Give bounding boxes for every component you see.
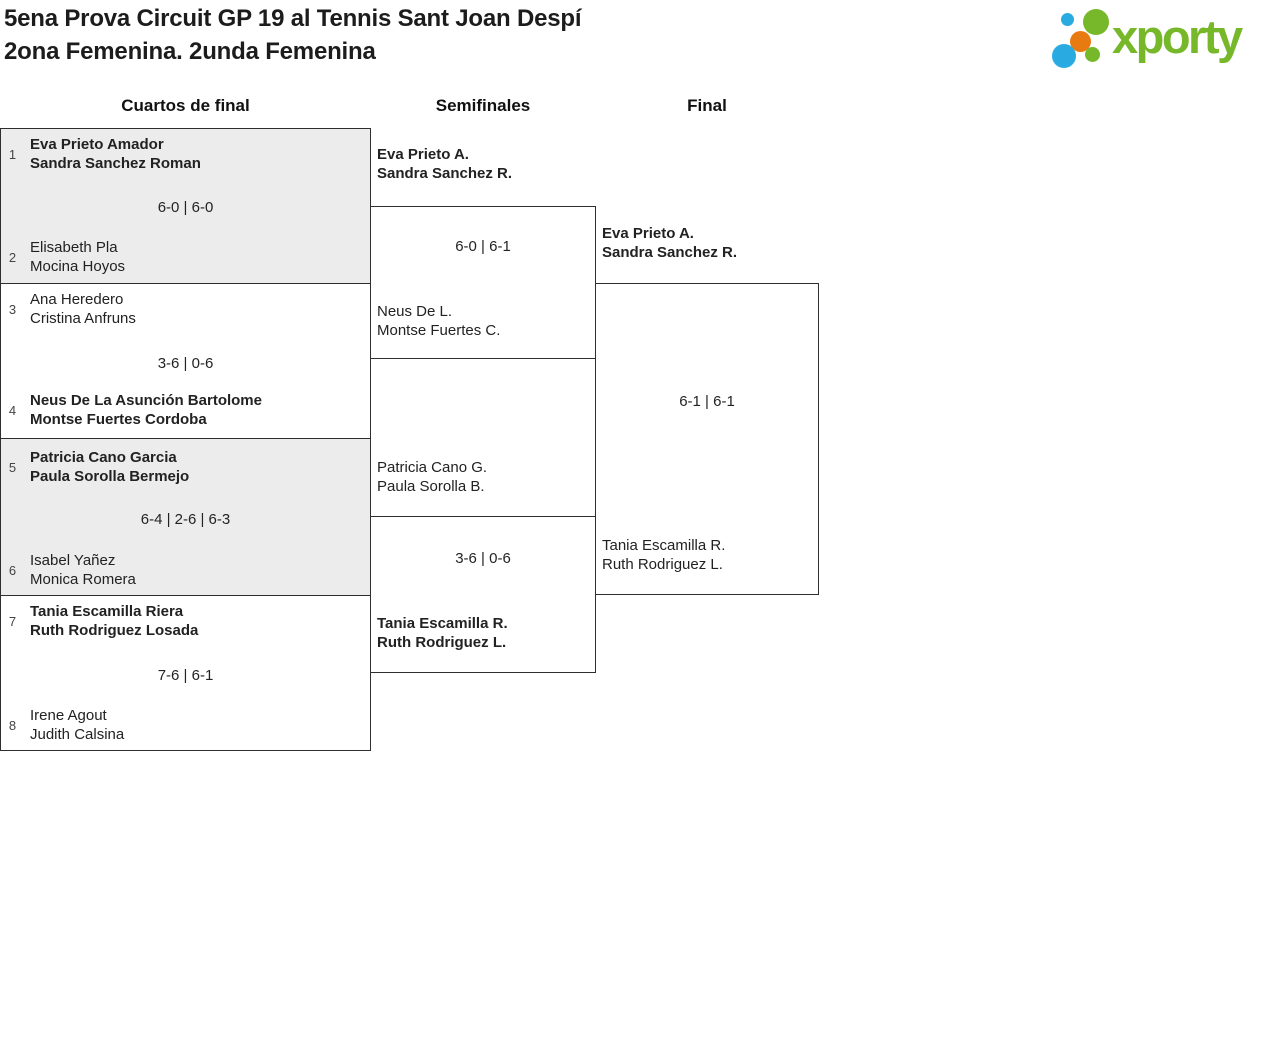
tournament-name: 5ena Prova Circuit GP 19 al Tennis Sant … bbox=[4, 5, 582, 32]
xporty-logo[interactable]: xporty bbox=[1048, 4, 1274, 72]
player-name: Eva Prieto A. bbox=[602, 225, 694, 242]
logo-dot-icon bbox=[1070, 31, 1091, 52]
seed-number: 7 bbox=[8, 613, 17, 629]
player-name: Ruth Rodriguez Losada bbox=[30, 622, 199, 639]
player-name: Neus De L. bbox=[377, 303, 453, 320]
round-header-semifinals: Semifinales bbox=[435, 96, 531, 115]
team-entry: Tania Escamilla R. Ruth Rodriguez L. bbox=[602, 536, 725, 574]
player-name: Elisabeth Pla bbox=[30, 239, 118, 256]
player-name: Mocina Hoyos bbox=[30, 258, 126, 275]
team-entry: 5 Patricia Cano Garcia Paula Sorolla Ber… bbox=[6, 448, 189, 486]
team-entry: 2 Elisabeth Pla Mocina Hoyos bbox=[6, 238, 125, 276]
seed-number: 4 bbox=[8, 402, 17, 418]
player-name: Eva Prieto Amador bbox=[30, 136, 164, 153]
match-score: 6-1 | 6-1 bbox=[679, 393, 735, 410]
seed-number: 8 bbox=[8, 717, 17, 733]
player-name: Sandra Sanchez R. bbox=[602, 244, 738, 261]
player-name: Paula Sorolla B. bbox=[377, 478, 485, 495]
player-name: Neus De La Asunción Bartolome bbox=[30, 392, 262, 409]
round-header-quarterfinals: Cuartos de final bbox=[121, 96, 250, 115]
player-name: Sandra Sanchez R. bbox=[377, 165, 513, 182]
player-name: Tania Escamilla Riera bbox=[30, 603, 184, 620]
player-name: Ruth Rodriguez L. bbox=[602, 556, 723, 573]
player-name: Patricia Cano Garcia bbox=[30, 449, 177, 466]
team-entry: Tania Escamilla R. Ruth Rodriguez L. bbox=[377, 614, 508, 652]
quarterfinal-match-2-box bbox=[0, 283, 371, 439]
semifinal-match-1-box bbox=[370, 206, 596, 359]
seed-number: 3 bbox=[8, 301, 17, 317]
seed-number: 5 bbox=[8, 459, 17, 475]
final-match-box bbox=[595, 283, 819, 595]
seed-number: 1 bbox=[8, 146, 17, 162]
match-score: 6-0 | 6-1 bbox=[455, 238, 511, 255]
seed-number: 6 bbox=[8, 562, 17, 578]
seed-number: 2 bbox=[8, 249, 17, 265]
team-entry: Eva Prieto A. Sandra Sanchez R. bbox=[602, 224, 737, 262]
player-name: Isabel Yañez bbox=[30, 552, 116, 569]
team-entry: 1 Eva Prieto Amador Sandra Sanchez Roman bbox=[6, 135, 201, 173]
round-header-final: Final bbox=[687, 96, 727, 115]
player-name: Sandra Sanchez Roman bbox=[30, 155, 201, 172]
logo-dot-icon bbox=[1061, 13, 1074, 26]
player-name: Cristina Anfruns bbox=[30, 310, 136, 327]
player-name: Judith Calsina bbox=[30, 726, 125, 743]
team-entry: 6 Isabel Yañez Monica Romera bbox=[6, 551, 136, 589]
match-score: 6-4 | 2-6 | 6-3 bbox=[140, 511, 231, 528]
match-score: 3-6 | 0-6 bbox=[455, 550, 511, 567]
team-entry: Eva Prieto A. Sandra Sanchez R. bbox=[377, 145, 512, 183]
player-name: Ruth Rodriguez L. bbox=[377, 634, 507, 651]
team-entry: 8 Irene Agout Judith Calsina bbox=[6, 706, 124, 744]
match-score: 6-0 | 6-0 bbox=[157, 199, 214, 216]
match-score: 3-6 | 0-6 bbox=[157, 355, 214, 372]
player-name: Montse Fuertes C. bbox=[377, 322, 501, 339]
logo-dot-icon bbox=[1052, 44, 1076, 68]
player-name: Monica Romera bbox=[30, 571, 136, 588]
player-name: Paula Sorolla Bermejo bbox=[30, 468, 190, 485]
quarterfinal-match-4-box bbox=[0, 595, 371, 751]
team-entry: 7 Tania Escamilla Riera Ruth Rodriguez L… bbox=[6, 602, 198, 640]
player-name: Irene Agout bbox=[30, 707, 107, 724]
player-name: Tania Escamilla R. bbox=[377, 615, 508, 632]
team-entry: 3 Ana Heredero Cristina Anfruns bbox=[6, 290, 136, 328]
player-name: Patricia Cano G. bbox=[377, 459, 488, 476]
player-name: Ana Heredero bbox=[30, 291, 124, 308]
category-name: 2ona Femenina. 2unda Femenina bbox=[4, 38, 376, 65]
team-entry: 4 Neus De La Asunción Bartolome Montse F… bbox=[6, 391, 262, 429]
team-entry: Neus De L. Montse Fuertes C. bbox=[377, 302, 500, 340]
player-name: Eva Prieto A. bbox=[377, 146, 469, 163]
match-score: 7-6 | 6-1 bbox=[157, 667, 214, 684]
xporty-logo-text: xporty bbox=[1112, 10, 1243, 63]
team-entry: Patricia Cano G. Paula Sorolla B. bbox=[377, 458, 487, 496]
logo-dot-icon bbox=[1085, 47, 1100, 62]
player-name: Montse Fuertes Cordoba bbox=[30, 411, 207, 428]
page-title: 5ena Prova Circuit GP 19 al Tennis Sant … bbox=[4, 2, 582, 68]
logo-dot-icon bbox=[1083, 9, 1109, 35]
player-name: Tania Escamilla R. bbox=[602, 537, 726, 554]
